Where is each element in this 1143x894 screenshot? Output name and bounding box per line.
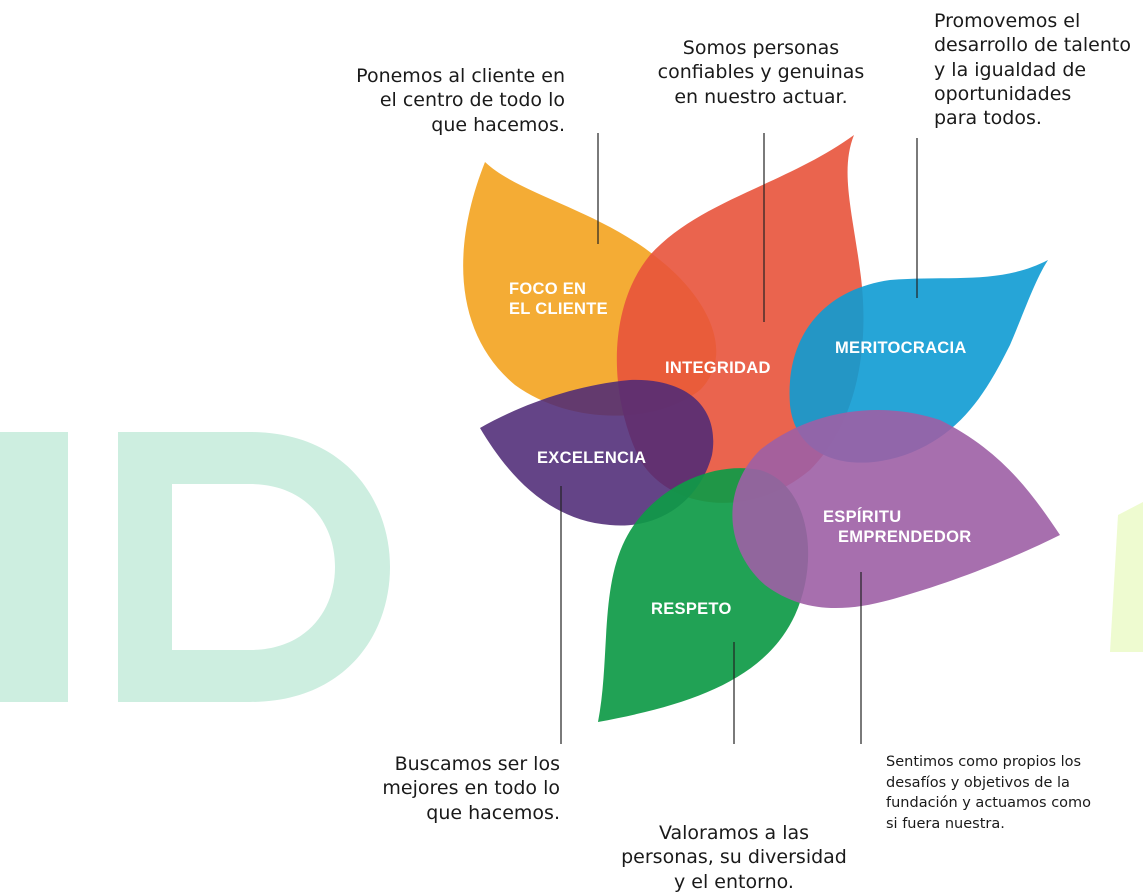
petal-excelencia bbox=[480, 379, 714, 526]
watermark-letter-i bbox=[0, 432, 68, 702]
watermark bbox=[0, 432, 1143, 702]
caption-excelencia: Buscamos ser los mejores en todo lo que … bbox=[382, 753, 560, 824]
label-integridad: INTEGRIDAD bbox=[665, 359, 771, 377]
label-excelencia: EXCELENCIA bbox=[537, 449, 646, 467]
caption-espiritu-emprendedor: Sentimos como propios los desafíos y obj… bbox=[886, 754, 1092, 832]
caption-respeto: Valoramos a las personas, su diversidad … bbox=[621, 822, 847, 893]
label-espiritu-line1: ESPÍRITU bbox=[823, 507, 902, 526]
label-espiritu-line2: EMPRENDEDOR bbox=[838, 528, 971, 546]
label-respeto: RESPETO bbox=[651, 600, 732, 618]
petal-espiritu-emprendedor bbox=[732, 410, 1060, 609]
caption-integridad: Somos personas confiables y genuinas en … bbox=[657, 37, 865, 108]
leader-lines bbox=[560, 133, 918, 744]
label-meritocracia: MERITOCRACIA bbox=[835, 339, 967, 357]
label-foco-line2: EL CLIENTE bbox=[509, 300, 608, 318]
petals bbox=[463, 135, 1060, 722]
watermark-accent bbox=[1110, 502, 1143, 652]
petal-labels: FOCO EN EL CLIENTE INTEGRIDAD MERITOCRAC… bbox=[509, 280, 971, 618]
watermark-letter-d bbox=[118, 432, 390, 702]
caption-meritocracia: Promovemos el desarrollo de talento y la… bbox=[934, 10, 1131, 130]
label-foco-line1: FOCO EN bbox=[509, 280, 586, 298]
caption-foco-en-el-cliente: Ponemos al cliente en el centro de todo … bbox=[356, 65, 565, 136]
